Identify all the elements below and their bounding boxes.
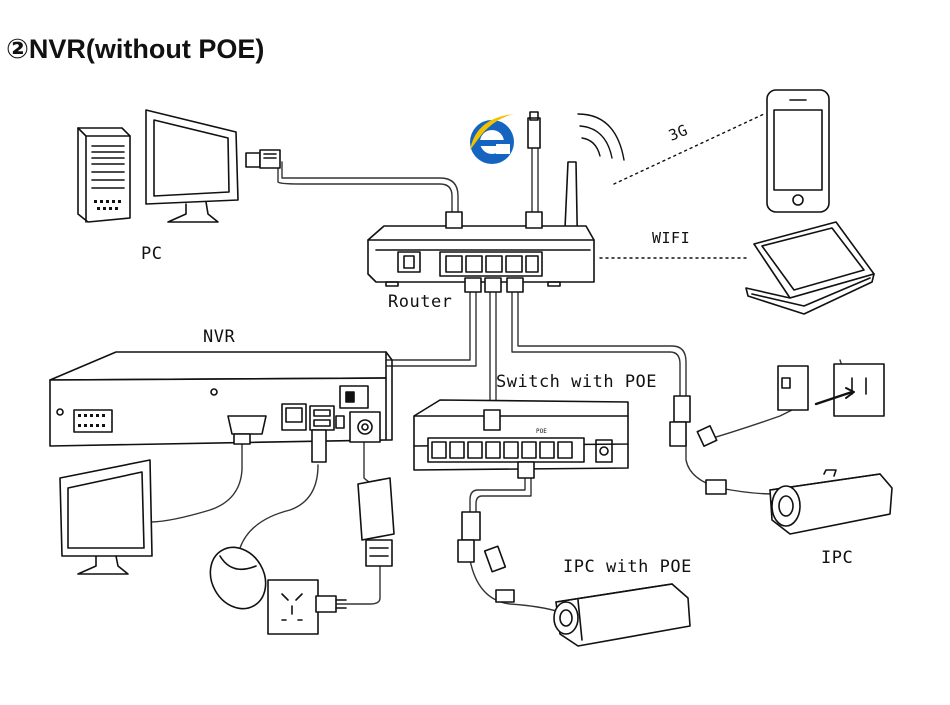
ipc-poe-camera: [457, 511, 691, 647]
poe-switch: [413, 399, 629, 479]
router: [367, 111, 595, 293]
router-label: Router: [388, 292, 453, 312]
wall-outlet-right: [814, 363, 885, 417]
diagram-title: ②NVR(without POE): [6, 34, 265, 64]
ipc-label: IPC: [821, 548, 854, 568]
smartphone: [766, 89, 830, 213]
switch-ipc-poe-cable: [469, 469, 526, 521]
poe-tag-label: POE: [536, 428, 547, 435]
switch-poe-label: Switch with POE: [496, 372, 658, 392]
pc-tower: [77, 127, 131, 223]
cables: [149, 147, 844, 613]
mouse: [209, 546, 267, 610]
ipc-camera: [669, 365, 893, 535]
router-ipc-cable: [511, 289, 681, 399]
nvr-monitor: [59, 459, 153, 575]
internet-explorer-icon: [470, 114, 514, 164]
nvr-label: NVR: [203, 327, 236, 347]
nvr-mouse-cable: [239, 464, 319, 549]
pc-ethernet-plug: [245, 149, 281, 169]
adapter-outlet-cable: [329, 565, 381, 605]
wall-outlet-left: [267, 579, 347, 635]
nvr-monitor-cable: [149, 439, 243, 523]
laptop: [745, 221, 875, 315]
nvr-adapter-cable: [363, 439, 373, 485]
wireless-signal-icon: [577, 113, 625, 161]
3g-link: [613, 113, 765, 185]
pc-label: PC: [141, 244, 163, 264]
pc-monitor: [145, 109, 239, 223]
wifi-label: WIFI: [652, 229, 691, 247]
nvr-recorder: [49, 351, 393, 463]
ipc-poe-label: IPC with POE: [563, 557, 692, 577]
pc-router-cable: [277, 161, 453, 216]
power-adapter: [357, 477, 395, 567]
